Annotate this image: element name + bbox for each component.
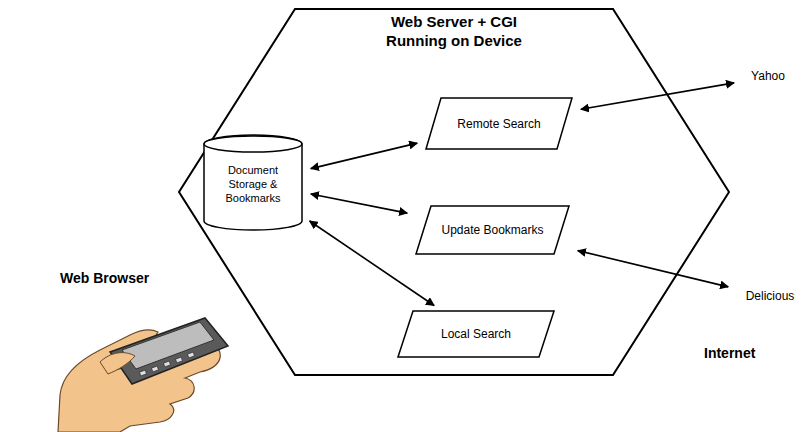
device-label: Web Browser xyxy=(60,270,149,286)
service-text: Delicious xyxy=(736,287,804,307)
node-label: Remote Search xyxy=(439,117,559,131)
process-parallelogram: Local Search xyxy=(397,310,555,358)
service-text: Yahoo xyxy=(742,67,794,87)
thumb xyxy=(100,353,135,374)
node-label: Delicious xyxy=(736,289,804,303)
device-screen xyxy=(122,322,214,369)
server-hexagon: Web Server + CGI Running on DeviceDocume… xyxy=(178,8,730,376)
process-parallelogram: Remote Search xyxy=(425,97,573,150)
node-label: Document Storage & Bookmarks xyxy=(213,163,293,205)
device-body xyxy=(110,318,228,384)
storage-cylinder: Document Storage & Bookmarks xyxy=(203,135,303,230)
node-label: Update Bookmarks xyxy=(429,223,556,237)
container-title: Web Server + CGI Running on Device xyxy=(364,12,544,50)
region-label: Internet xyxy=(704,345,755,361)
device-buttons xyxy=(139,352,194,376)
process-parallelogram: Update Bookmarks xyxy=(415,205,570,255)
node-label: Local Search xyxy=(411,327,541,341)
node-label: Yahoo xyxy=(742,69,794,83)
